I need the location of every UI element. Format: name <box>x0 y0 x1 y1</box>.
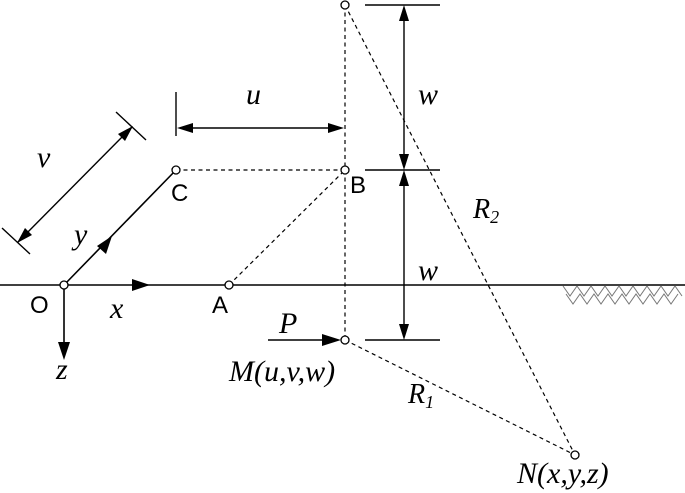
point-m-node <box>340 335 350 345</box>
r1-label: R1 <box>407 379 434 412</box>
origin-node <box>59 280 69 290</box>
r2-dashed <box>344 4 576 456</box>
w-lower-arrow-bottom <box>399 324 409 340</box>
u-arrow-right <box>328 123 344 133</box>
r2-label: R2 <box>472 194 499 227</box>
point-b-label: B <box>350 172 366 199</box>
y-axis-arrow <box>97 236 112 254</box>
v-arrow-bottom <box>17 228 32 243</box>
x-axis-arrow <box>132 279 150 291</box>
point-a-node <box>224 280 234 290</box>
v-ext-top <box>115 111 147 141</box>
point-b-node <box>340 165 350 175</box>
w-lower-arrow-top <box>399 170 409 186</box>
r1-label-subscript: 1 <box>425 392 434 412</box>
point-c-label: C <box>171 180 188 207</box>
r1-dashed <box>344 339 576 456</box>
r1-label-base: R <box>407 379 425 410</box>
force-p-arrow <box>322 334 341 346</box>
point-c-node <box>171 165 181 175</box>
r2-label-subscript: 2 <box>490 207 499 227</box>
z-axis-arrow <box>58 342 70 360</box>
v-arrow-top <box>118 126 133 141</box>
origin-label: O <box>30 292 49 319</box>
y-axis-line <box>63 169 177 286</box>
point-m-label: M(u,v,w) <box>228 355 335 388</box>
force-p-label: P <box>278 307 297 340</box>
r2-label-base: R <box>472 194 490 225</box>
v-ext-bottom <box>1 227 31 255</box>
point-n-label: N(x,y,z) <box>516 457 609 490</box>
u-arrow-left <box>177 123 193 133</box>
image-point-node <box>340 0 350 10</box>
soil-hatching <box>562 285 683 305</box>
point-a-label: A <box>212 292 228 319</box>
w-lower-label: w <box>418 254 438 287</box>
x-axis-label: x <box>109 292 124 325</box>
v-dim-line <box>17 126 133 243</box>
w-upper-arrow-bottom <box>399 154 409 170</box>
v-label: v <box>37 141 51 174</box>
u-label: u <box>246 78 261 111</box>
a-to-b-dashed <box>228 169 346 286</box>
z-axis-label: z <box>55 353 68 386</box>
point-n-node <box>570 450 580 460</box>
w-upper-arrow-top <box>399 5 409 21</box>
y-axis-label: y <box>71 218 88 251</box>
w-upper-label: w <box>418 78 438 111</box>
